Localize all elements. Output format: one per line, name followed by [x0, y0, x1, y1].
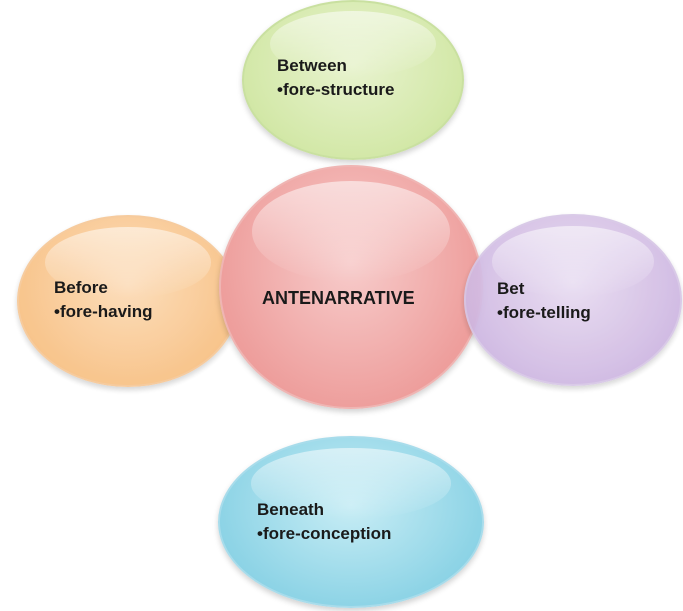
beneath-label: Beneath •fore-conception [257, 498, 391, 546]
bet-item: •fore-telling [497, 303, 591, 322]
antenarrative-label: ANTENARRATIVE [262, 286, 415, 310]
bet-node [464, 214, 682, 386]
between-node [242, 0, 464, 160]
before-node [17, 215, 239, 387]
between-label: Between •fore-structure [277, 54, 394, 102]
beneath-node [218, 436, 484, 608]
before-label: Before •fore-having [54, 276, 153, 324]
antenarrative-node [219, 165, 483, 409]
antenarrative-title: ANTENARRATIVE [262, 288, 415, 308]
before-title: Before [54, 278, 108, 297]
between-item: •fore-structure [277, 80, 395, 99]
before-item: •fore-having [54, 302, 153, 321]
beneath-title: Beneath [257, 500, 325, 519]
between-title: Between [277, 56, 347, 75]
bet-label: Bet •fore-telling [497, 277, 591, 325]
beneath-item: •fore-conception [257, 524, 392, 543]
bet-title: Bet [497, 279, 525, 298]
